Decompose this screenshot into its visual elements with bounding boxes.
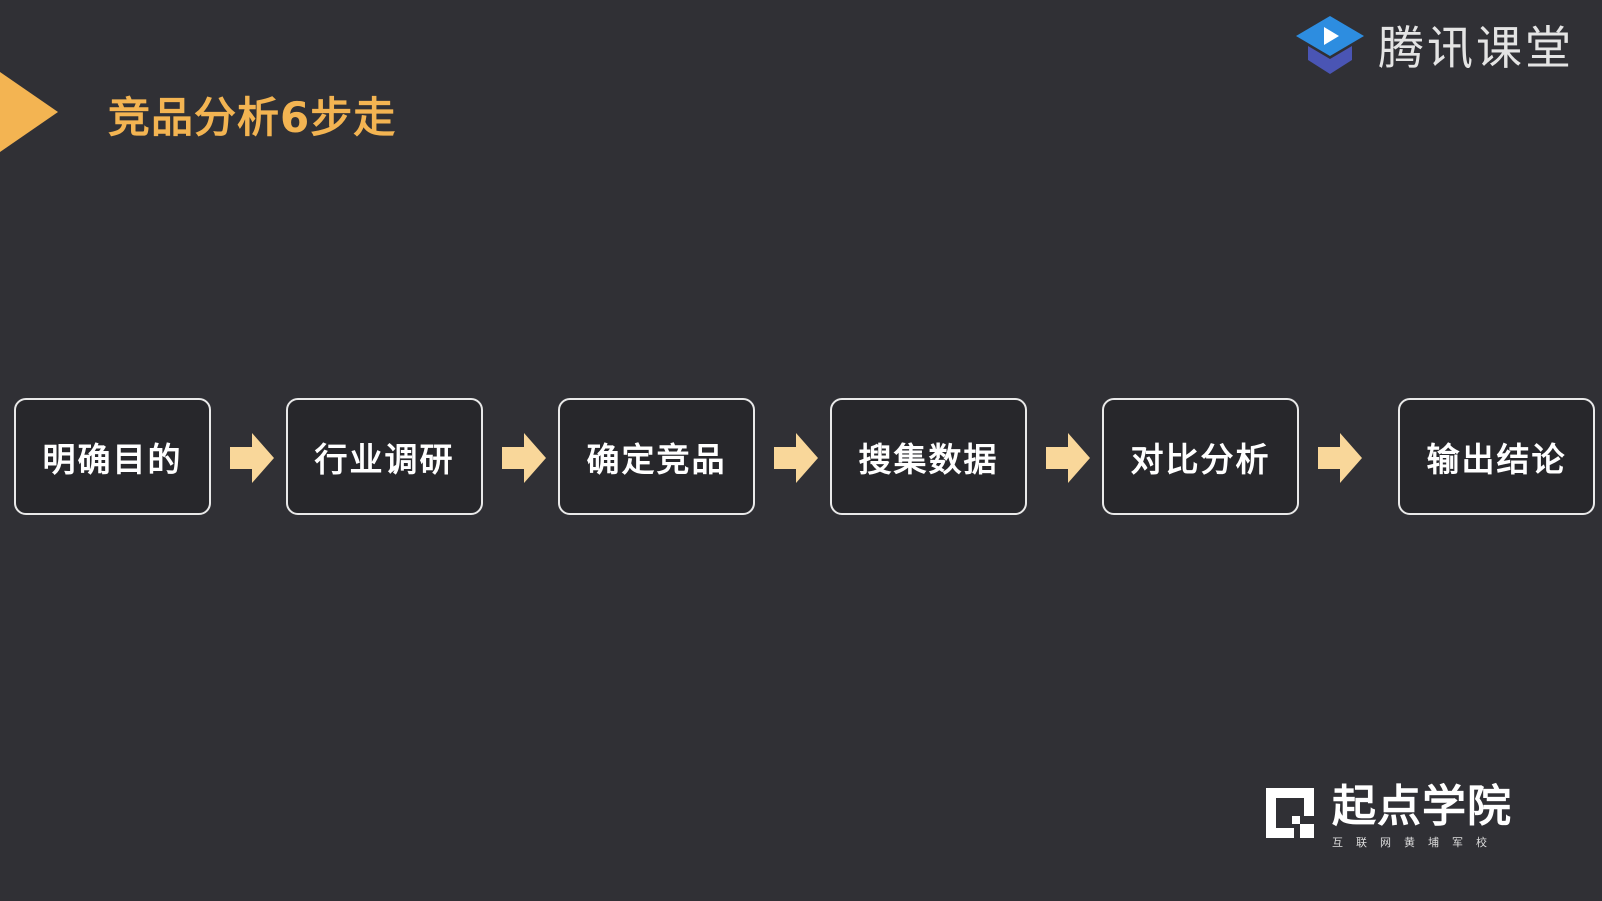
- right-arrow-icon: [774, 433, 818, 483]
- step-box-6: 输出结论: [1398, 398, 1595, 515]
- qidian-logo-icon: [1266, 788, 1314, 838]
- step-box-1: 明确目的: [14, 398, 211, 515]
- step-box-2: 行业调研: [286, 398, 483, 515]
- right-arrow-icon: [502, 433, 546, 483]
- right-arrow-icon: [1318, 433, 1362, 483]
- slide-title: 竞品分析6步走: [108, 93, 397, 142]
- step-box-3: 确定竞品: [558, 398, 755, 515]
- process-flow: 明确目的 行业调研 确定竞品 搜集数据 对比分析 输出结论: [14, 398, 1598, 518]
- step-box-4: 搜集数据: [830, 398, 1027, 515]
- triangle-marker-icon: [0, 72, 58, 152]
- qidian-name: 起点学院: [1332, 781, 1512, 832]
- right-arrow-icon: [1046, 433, 1090, 483]
- right-arrow-icon: [230, 433, 274, 483]
- qidian-tagline: 互联网黄埔军校: [1332, 836, 1500, 849]
- step-box-5: 对比分析: [1102, 398, 1299, 515]
- tencent-classroom-text: 腾讯课堂: [1378, 21, 1574, 75]
- tencent-classroom-logo-icon: [1296, 16, 1364, 74]
- tencent-classroom-logo: 腾讯课堂: [1294, 10, 1574, 80]
- qidian-logo: 起点学院 互联网黄埔军校: [1262, 784, 1512, 850]
